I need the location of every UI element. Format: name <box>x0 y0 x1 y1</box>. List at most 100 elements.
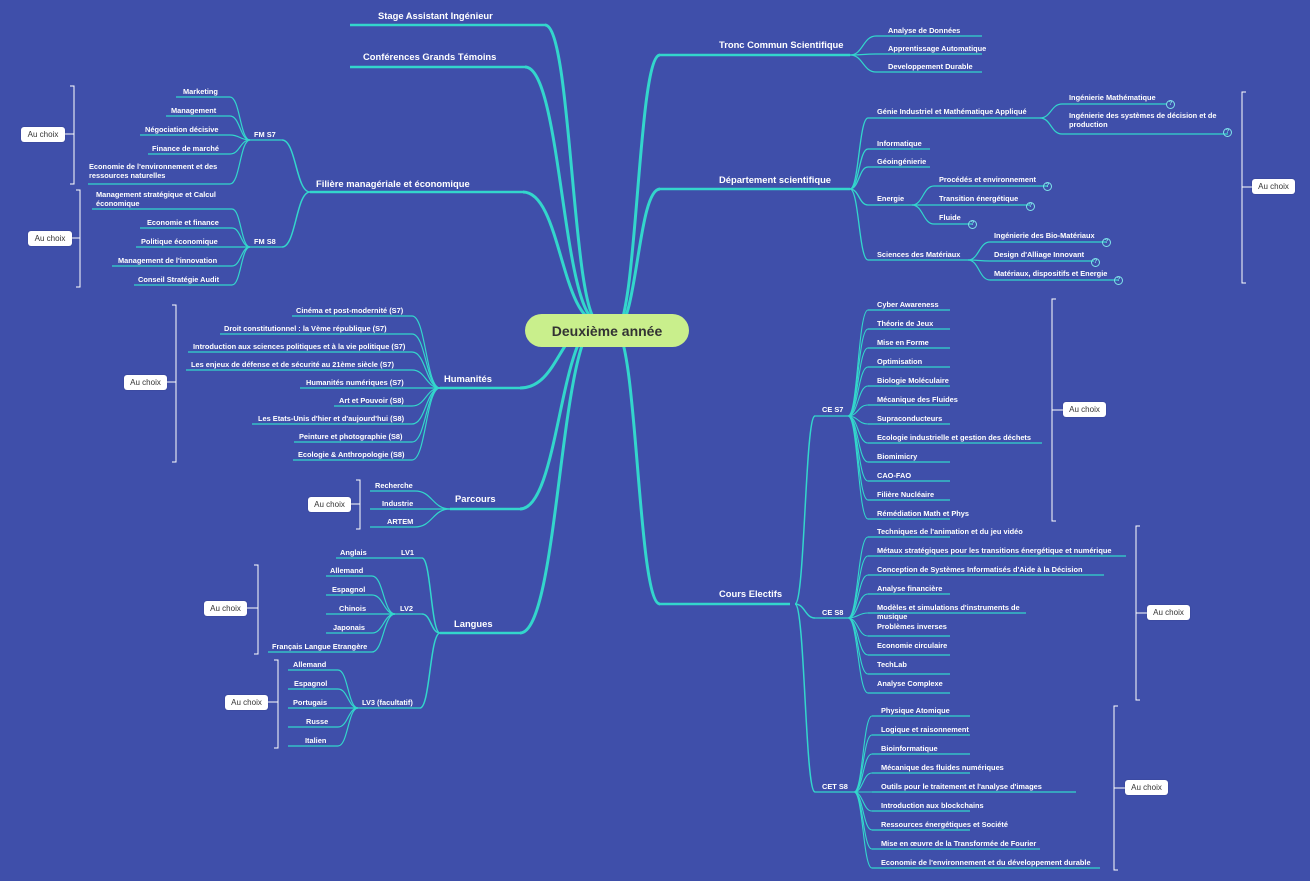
ce-s8-node[interactable]: CE S8 <box>822 608 844 617</box>
fm8-item[interactable]: Conseil Stratégie Audit <box>138 275 220 284</box>
elective-item[interactable]: Rémédiation Math et Phys <box>877 509 969 518</box>
elective-item[interactable]: Bioinformatique <box>881 744 938 753</box>
elective-item[interactable]: Modèles et simulations d'instruments de … <box>877 603 1020 621</box>
lv3-item[interactable]: Italien <box>305 736 327 745</box>
lv2-item[interactable]: Allemand <box>330 566 364 575</box>
fm7-item[interactable]: Economie de l'environnement et des resso… <box>89 162 218 180</box>
elective-item[interactable]: Théorie de Jeux <box>877 319 934 328</box>
parcours-item[interactable]: Industrie <box>382 499 414 508</box>
stage-node[interactable]: Stage Assistant Ingénieur <box>378 10 493 21</box>
informatique-node[interactable]: Informatique <box>877 139 922 148</box>
elective-item[interactable]: Physique Atomique <box>881 706 950 715</box>
fm-s8-node[interactable]: FM S8 <box>254 237 276 246</box>
materiaux-item[interactable]: Design d'Alliage Innovant <box>994 250 1085 259</box>
au-choix-lv3[interactable]: Au choix <box>225 695 268 710</box>
au-choix-parcours[interactable]: Au choix <box>308 497 351 512</box>
elective-item[interactable]: Analyse financière <box>877 584 943 593</box>
elective-item[interactable]: Conception de Systèmes Informatisés d'Ai… <box>877 565 1083 574</box>
humanites-item[interactable]: Humanités numériques (S7) <box>306 378 404 387</box>
help-circle-icon[interactable]: ? <box>1043 182 1052 191</box>
elective-item[interactable]: Problèmes inverses <box>877 622 947 631</box>
lv1-node[interactable]: LV1 <box>401 548 415 557</box>
help-circle-icon[interactable]: ? <box>1026 202 1035 211</box>
elective-item[interactable]: Outils pour le traitement et l'analyse d… <box>881 782 1042 791</box>
fm8-item[interactable]: Management de l'innovation <box>118 256 218 265</box>
ce-s7-node[interactable]: CE S7 <box>822 405 844 414</box>
elective-item[interactable]: Economie de l'environnement et du dévelo… <box>881 858 1091 867</box>
elective-item[interactable]: Supraconducteurs <box>877 414 943 423</box>
humanites-item[interactable]: Les enjeux de défense et de sécurité au … <box>191 360 394 369</box>
elective-item[interactable]: Introduction aux blockchains <box>881 801 984 810</box>
parcours-item[interactable]: Recherche <box>375 481 413 490</box>
lv3-item[interactable]: Espagnol <box>294 679 328 688</box>
root-node[interactable]: Deuxième année <box>525 314 689 347</box>
energie-node[interactable]: Energie <box>877 194 905 203</box>
elective-item[interactable]: CAO-FAO <box>877 471 912 480</box>
humanites-item[interactable]: Ecologie & Anthropologie (S8) <box>298 450 405 459</box>
tronc-item[interactable]: Analyse de Données <box>888 26 961 35</box>
au-choix-lv2[interactable]: Au choix <box>204 601 247 616</box>
humanites-item[interactable]: Peinture et photographie (S8) <box>299 432 403 441</box>
parcours-item[interactable]: ARTEM <box>387 517 414 526</box>
elective-item[interactable]: Métaux stratégiques pour les transitions… <box>877 546 1112 555</box>
au-choix-fm8[interactable]: Au choix <box>28 231 72 246</box>
fm7-item[interactable]: Négociation décisive <box>145 125 219 134</box>
gima-item[interactable]: Ingénierie Mathématique <box>1069 93 1156 102</box>
cours-electifs-node[interactable]: Cours Electifs <box>719 588 783 599</box>
elective-item[interactable]: Techniques de l'animation et du jeu vidé… <box>877 527 1023 536</box>
elective-item[interactable]: Biomimicry <box>877 452 918 461</box>
fm7-item[interactable]: Finance de marché <box>152 144 219 153</box>
humanites-item[interactable]: Cinéma et post-modernité (S7) <box>296 306 404 315</box>
fm-s7-node[interactable]: FM S7 <box>254 130 276 139</box>
humanites-item[interactable]: Introduction aux sciences politiques et … <box>193 342 406 351</box>
fm8-item[interactable]: Economie et finance <box>147 218 219 227</box>
elective-item[interactable]: Filière Nucléaire <box>877 490 935 499</box>
au-choix-ce-s8[interactable]: Au choix <box>1147 605 1190 620</box>
help-circle-icon[interactable]: ? <box>968 220 977 229</box>
humanites-item[interactable]: Droit constitutionnel : la Vème républiq… <box>224 324 387 333</box>
elective-item[interactable]: Logique et raisonnement <box>881 725 969 734</box>
lv2-item[interactable]: Japonais <box>333 623 366 632</box>
lv2-node[interactable]: LV2 <box>400 604 414 613</box>
gima-item[interactable]: Ingénierie des systèmes de décision et d… <box>1069 111 1217 129</box>
materiaux-item[interactable]: Matériaux, dispositifs et Energie <box>994 269 1108 278</box>
elective-item[interactable]: Mise en œuvre de la Transformée de Fouri… <box>881 839 1037 848</box>
au-choix-fm7[interactable]: Au choix <box>21 127 65 142</box>
lv3-item[interactable]: Russe <box>306 717 329 726</box>
tronc-item[interactable]: Developpement Durable <box>888 62 973 71</box>
fm8-item[interactable]: Politique économique <box>141 237 218 246</box>
au-choix-humanites[interactable]: Au choix <box>124 375 167 390</box>
elective-item[interactable]: Economie circulaire <box>877 641 948 650</box>
conferences-node[interactable]: Conférences Grands Témoins <box>363 51 497 62</box>
departement-node[interactable]: Département scientifique <box>719 174 832 185</box>
elective-item[interactable]: Biologie Moléculaire <box>877 376 949 385</box>
lv2-item[interactable]: Espagnol <box>332 585 366 594</box>
elective-item[interactable]: Mécanique des fluides numériques <box>881 763 1004 772</box>
tronc-item[interactable]: Apprentissage Automatique <box>888 44 987 53</box>
elective-item[interactable]: Mécanique des Fluides <box>877 395 958 404</box>
cet-s8-node[interactable]: CET S8 <box>822 782 848 791</box>
fm8-item[interactable]: Management stratégique et Calcul économi… <box>96 190 216 208</box>
elective-item[interactable]: Ecologie industrielle et gestion des déc… <box>877 433 1032 442</box>
help-circle-icon[interactable]: ? <box>1091 258 1100 267</box>
lv3-node[interactable]: LV3 (facultatif) <box>362 698 413 707</box>
filiere-node[interactable]: Filière managériale et économique <box>316 178 470 189</box>
help-circle-icon[interactable]: ? <box>1223 128 1232 137</box>
tronc-node[interactable]: Tronc Commun Scientifique <box>719 39 844 50</box>
energie-item[interactable]: Procédés et environnement <box>939 175 1036 184</box>
au-choix-departement[interactable]: Au choix <box>1252 179 1295 194</box>
help-circle-icon[interactable]: ? <box>1114 276 1123 285</box>
elective-item[interactable]: Mise en Forme <box>877 338 929 347</box>
elective-item[interactable]: Ressources énergétiques et Société <box>881 820 1008 829</box>
elective-item[interactable]: TechLab <box>877 660 907 669</box>
parcours-node[interactable]: Parcours <box>455 493 496 504</box>
geoingenierie-node[interactable]: Géoingénierie <box>877 157 927 166</box>
lv3-item[interactable]: Allemand <box>293 660 327 669</box>
elective-item[interactable]: Optimisation <box>877 357 923 366</box>
au-choix-cet-s8[interactable]: Au choix <box>1125 780 1168 795</box>
materiaux-item[interactable]: Ingénierie des Bio-Matériaux <box>994 231 1095 240</box>
fm7-item[interactable]: Marketing <box>183 87 218 96</box>
elective-item[interactable]: Cyber Awareness <box>877 300 939 309</box>
au-choix-ce-s7[interactable]: Au choix <box>1063 402 1106 417</box>
energie-item[interactable]: Fluide <box>939 213 961 222</box>
